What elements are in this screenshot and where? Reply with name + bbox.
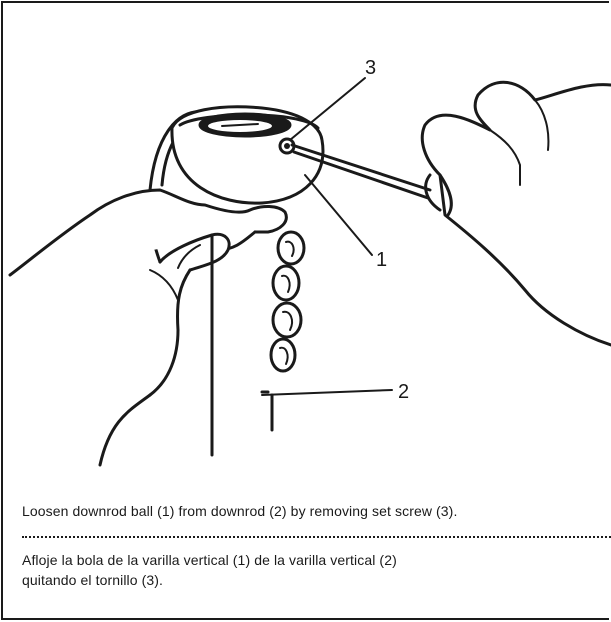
leader-1 — [305, 175, 372, 255]
dotted-divider — [22, 536, 611, 538]
leader-2 — [262, 390, 392, 395]
pull-chain — [271, 232, 304, 371]
caption-spanish-line-1: Afloje la bola de la varilla vertical (1… — [22, 550, 397, 570]
caption-english: Loosen downrod ball (1) from downrod (2)… — [22, 503, 457, 519]
callout-1: 1 — [376, 249, 387, 271]
caption-spanish: Afloje la bola de la varilla vertical (1… — [22, 550, 397, 590]
caption-spanish-line-2: quitando el tornillo (3). — [22, 570, 397, 590]
callout-2: 2 — [398, 381, 409, 403]
callout-3: 3 — [365, 57, 376, 79]
leader-3 — [290, 78, 365, 140]
downrod-ball-illustration: 3 1 2 — [0, 0, 611, 470]
